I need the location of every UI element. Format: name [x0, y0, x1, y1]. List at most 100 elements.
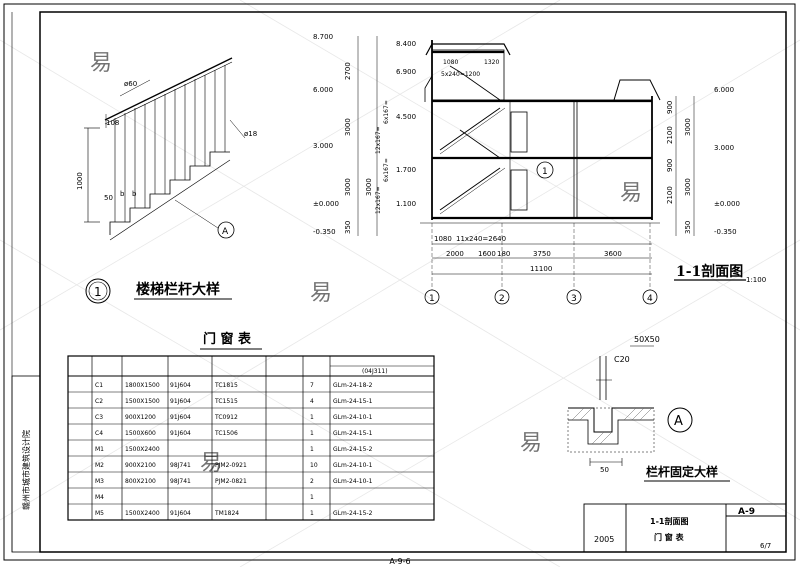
stair-note: 6x167=	[383, 100, 390, 124]
table-cell: M3	[95, 478, 104, 485]
table-cell: GLm-24-10-1	[333, 414, 373, 421]
dim-label: 3000	[684, 178, 692, 196]
stair-note: 1080	[443, 59, 458, 66]
fixing-marker-circle	[667, 407, 693, 433]
side-label-box	[11, 375, 41, 553]
level-label: 1.100	[396, 200, 416, 208]
watermark-glyphs: 易 易 易 易 易	[90, 51, 642, 476]
fixing-dim-square: 50X50	[634, 335, 660, 344]
stair-flight	[439, 167, 501, 211]
dim-label: 900	[666, 159, 674, 172]
stair-note: 1320	[484, 59, 499, 66]
railing-detail-title: 楼梯栏杆大样	[136, 281, 220, 298]
schedule-title: 门 窗 表	[203, 331, 252, 347]
level-label: 8.700	[313, 33, 333, 41]
section-right-levels: 6.000 3.000 ±0.000 -0.350	[714, 86, 740, 236]
level-label: -0.350	[714, 228, 737, 236]
level-label: ±0.000	[714, 200, 740, 208]
table-cell: 1800X1500	[125, 382, 160, 389]
title-block	[583, 503, 787, 553]
level-label: 3.000	[714, 144, 734, 152]
table-cell: 98J741	[170, 478, 191, 485]
dim-b2: b	[120, 190, 125, 198]
dim-label: 900	[666, 101, 674, 114]
axis-bubble	[424, 289, 440, 305]
level-label: 3.000	[313, 142, 333, 150]
watermark-text: 易	[310, 281, 332, 306]
railing-detail	[84, 57, 246, 241]
table-cell: 900X2100	[125, 462, 156, 469]
dim-label: 2100	[666, 126, 674, 144]
table-cell: 91J604	[170, 510, 191, 517]
title-block-sheet-code: A-9	[738, 507, 755, 517]
level-label: 4.500	[396, 113, 416, 121]
dim-b3: b	[132, 190, 137, 198]
table-cell: GLm-24-18-2	[333, 382, 373, 389]
level-label: ±0.000	[313, 200, 339, 208]
railing-marker-circle	[85, 278, 111, 304]
dim-label: 3600	[604, 250, 622, 258]
title-block-drawing-line1: 1-1剖面图	[650, 516, 688, 526]
table-cell: C2	[95, 398, 103, 405]
table-cell: PJM2-0921	[215, 462, 247, 469]
dim-top: 108	[106, 119, 119, 127]
level-label: 1.700	[396, 166, 416, 174]
dim-baluster: ø18	[244, 130, 257, 138]
table-cell: 4	[310, 398, 314, 405]
railing-marker-inner	[88, 281, 108, 301]
table-cell: 91J604	[170, 382, 191, 389]
table-cell: C3	[95, 414, 103, 421]
dim-label: 11x240=2640	[456, 235, 506, 243]
handrail	[104, 57, 233, 121]
axis-bubble	[566, 289, 582, 305]
dim-label: 350	[344, 221, 352, 234]
table-cell: 800X2100	[125, 478, 156, 485]
section-bottom-dims: 1080 11x240=2640 2000 1600 180 3750 3600…	[434, 235, 622, 273]
dim-label: 2000	[446, 250, 464, 258]
dim-b1: 50	[104, 194, 113, 202]
fixing-dim-bottom: 50	[600, 466, 609, 474]
watermark-text: 易	[620, 181, 642, 206]
watermark-text: 易	[200, 451, 222, 476]
table-cell: GLm-24-15-2	[333, 446, 373, 453]
dim-label: 350	[684, 221, 692, 234]
dim-label: 3000	[344, 118, 352, 136]
section-inner-marker	[536, 161, 554, 179]
table-cell: 2	[310, 478, 314, 485]
dim-label: 3000	[684, 118, 692, 136]
table-cell: 10	[310, 462, 318, 469]
table-cell: TC1506	[214, 430, 238, 437]
table-cell: 91J604	[170, 430, 191, 437]
section-left-levels: 8.700 8.400 6.900 6.000 4.500 3.000 1.70…	[313, 33, 416, 236]
table-cell: C4	[95, 430, 103, 437]
dim-label: 1600	[478, 250, 496, 258]
table-cell: PJM2-0821	[215, 478, 247, 485]
section-stair-notes: 5x240=1200 1080 1320 6x167= 12x167= 6x16…	[375, 59, 499, 214]
table-cell: 1	[310, 430, 314, 437]
axis-bubble	[642, 289, 658, 305]
axis-label: 2	[499, 294, 505, 304]
dim-handrail: ø60	[124, 80, 137, 88]
outer-border	[3, 3, 796, 561]
balusters	[114, 65, 226, 222]
level-label: 6.000	[313, 86, 333, 94]
table-cell: 900X1200	[125, 414, 156, 421]
section-right-dims: 900 2100 900 2100 3000 3000 350	[666, 101, 692, 234]
stair-profile	[109, 151, 230, 235]
table-cell: 1500X600	[125, 430, 156, 437]
table-cell: TM1824	[214, 510, 239, 517]
dim-label: 180	[497, 250, 510, 258]
axis-label: 3	[571, 294, 577, 304]
total-dim: 11100	[530, 265, 552, 273]
table-cell: 1500X2400	[125, 446, 160, 453]
table-cell: GLm-24-10-1	[333, 462, 373, 469]
inner-border	[39, 11, 787, 553]
railing-labels: ø60 ø18 1000 108 50 b b A	[76, 80, 257, 237]
dim-label: 3000	[344, 178, 352, 196]
axis-label: 4	[647, 294, 653, 304]
table-cell: C1	[95, 382, 103, 389]
dim-label: 2700	[344, 62, 352, 80]
